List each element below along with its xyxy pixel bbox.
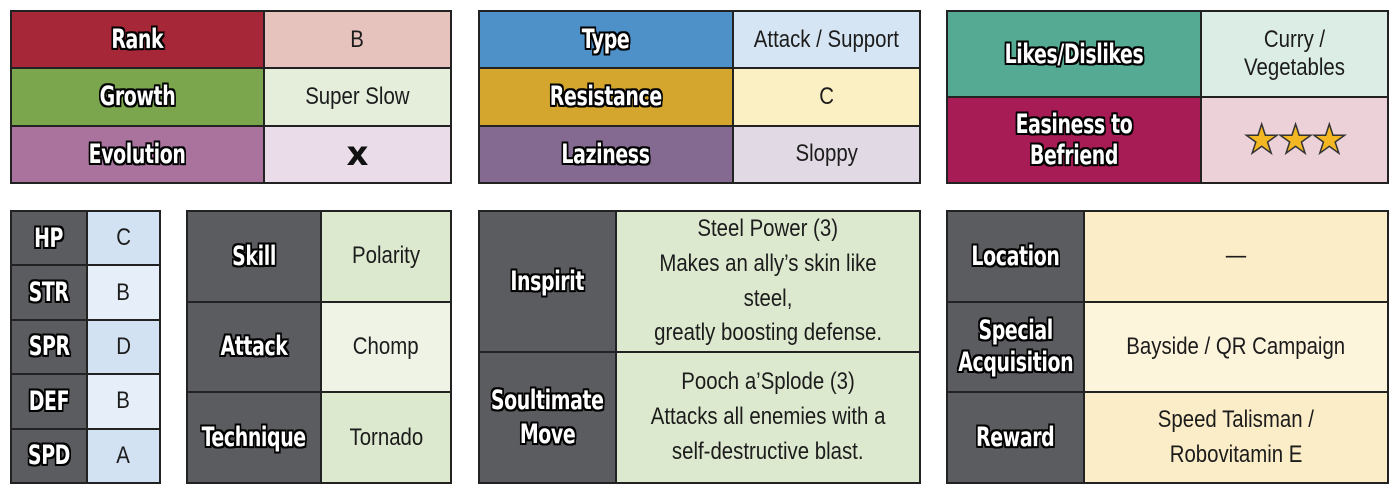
rank-value-cell: B <box>265 12 450 68</box>
moves-table: Inspirit Steel Power (3) Makes an ally’s… <box>478 210 921 484</box>
inspirit-desc-line1: Makes an ally’s skin like steel, <box>659 249 877 312</box>
technique-label: Technique <box>201 422 307 454</box>
rank-value: B <box>350 25 365 53</box>
skill-label: Skill <box>232 240 276 272</box>
stat-label-cell: SPR <box>12 320 86 374</box>
type-label: Type <box>582 24 630 56</box>
technique-value: Tornado <box>349 423 423 451</box>
soultimate-desc-line2: self-destructive blast. <box>672 437 864 465</box>
resistance-label-cell: Resistance <box>480 69 732 125</box>
befriend-label: Easiness to Befriend <box>1015 109 1133 171</box>
laziness-label: Laziness <box>561 138 651 170</box>
technique-label-cell: Technique <box>188 393 320 482</box>
evolution-value-cell: x <box>265 126 450 182</box>
location-value: — <box>1225 242 1247 270</box>
stat-label-cell: STR <box>12 266 86 319</box>
special-label-line2: Acquisition <box>958 346 1073 378</box>
reward-value-line1: Speed Talisman / <box>1157 405 1315 433</box>
likes-value: Curry / Vegetables <box>1244 26 1345 81</box>
befriend-stars-icon: ★★★ <box>1243 117 1348 163</box>
acquisition-table: Location — Special Acquisition Bayside /… <box>946 210 1389 484</box>
special-value: Bayside / QR Campaign <box>1126 332 1346 360</box>
soultimate-label-line2: Move <box>519 418 576 450</box>
location-label: Location <box>971 240 1060 272</box>
soultimate-move-name: Pooch a’Splode (3) <box>681 368 855 396</box>
location-value-cell: — <box>1085 212 1387 301</box>
growth-value: Super Slow <box>305 82 410 110</box>
stat-label-cell: SPD <box>12 429 86 482</box>
attack-value-cell: Chomp <box>322 302 450 392</box>
special-value-cell: Bayside / QR Campaign <box>1085 302 1387 392</box>
attack-label: Attack <box>220 331 288 363</box>
stat-label-str: STR <box>29 277 69 309</box>
special-label-line1: Special <box>978 314 1053 346</box>
rank-label-cell: Rank <box>12 12 263 68</box>
stat-label-cell: HP <box>12 212 86 265</box>
stat-value-cell: A <box>88 429 159 482</box>
evolution-value: x <box>346 134 369 175</box>
reward-value-line2: Robovitamin E <box>1169 440 1303 468</box>
soultimate-label-line1: Soultimate <box>491 384 604 416</box>
stat-value-cell: C <box>88 212 159 265</box>
evolution-label: Evolution <box>89 138 186 170</box>
stat-value-def: B <box>116 387 131 415</box>
location-label-cell: Location <box>948 212 1083 301</box>
likes-value-cell: Curry / Vegetables <box>1202 12 1387 96</box>
type-value: Attack / Support <box>753 25 900 53</box>
stat-label-def: DEF <box>28 385 70 417</box>
befriend-value-cell: ★★★ <box>1202 98 1387 182</box>
soultimate-desc-line1: Attacks all enemies with a <box>650 403 886 431</box>
growth-label-cell: Growth <box>12 69 263 125</box>
stat-value-spr: D <box>116 332 131 360</box>
inspirit-label: Inspirit <box>510 266 585 298</box>
laziness-value: Sloppy <box>795 140 858 168</box>
skill-label-cell: Skill <box>188 212 320 301</box>
stat-label-spr: SPR <box>28 331 70 363</box>
stat-value-str: B <box>116 278 131 306</box>
inspirit-value-cell: Steel Power (3) Makes an ally’s skin lik… <box>617 212 919 352</box>
inspirit-label-cell: Inspirit <box>480 212 615 352</box>
special-label-cell: Special Acquisition <box>948 302 1083 392</box>
likes-label-cell: Likes/Dislikes <box>948 12 1200 96</box>
inspirit-move-name: Steel Power (3) <box>697 215 839 242</box>
soultimate-label-cell: Soultimate Move <box>480 353 615 482</box>
resistance-label: Resistance <box>549 81 662 113</box>
attack-label-cell: Attack <box>188 302 320 392</box>
stat-value-cell: B <box>88 375 159 428</box>
technique-value-cell: Tornado <box>322 393 450 482</box>
stat-value-hp: C <box>116 224 131 252</box>
likes-label: Likes/Dislikes <box>1004 38 1144 70</box>
social-table: Likes/Dislikes Curry / Vegetables Easine… <box>946 10 1389 184</box>
reward-value-cell: Speed Talisman / Robovitamin E <box>1085 393 1387 482</box>
abilities-table: Skill Polarity Attack Chomp Technique To… <box>186 210 452 484</box>
befriend-label-cell: Easiness to Befriend <box>948 98 1200 182</box>
skill-value: Polarity <box>351 242 421 270</box>
laziness-label-cell: Laziness <box>480 126 732 182</box>
stat-value-cell: B <box>88 266 159 319</box>
reward-label-cell: Reward <box>948 393 1083 482</box>
resistance-value-cell: C <box>734 69 919 125</box>
evolution-label-cell: Evolution <box>12 126 263 182</box>
basic-info-table: Rank B Growth Super Slow Evolution x <box>10 10 452 184</box>
stat-value-spd: A <box>116 441 131 469</box>
type-value-cell: Attack / Support <box>734 12 919 68</box>
inspirit-desc-line2: greatly boosting defense. <box>654 319 882 347</box>
stat-value-cell: D <box>88 320 159 374</box>
stat-label-spd: SPD <box>27 440 71 472</box>
rank-label: Rank <box>111 24 164 56</box>
growth-label: Growth <box>99 81 176 113</box>
skill-value-cell: Polarity <box>322 212 450 301</box>
soultimate-value-cell: Pooch a’Splode (3) Attacks all enemies w… <box>617 353 919 482</box>
reward-label: Reward <box>976 422 1055 454</box>
growth-value-cell: Super Slow <box>265 69 450 125</box>
attack-value: Chomp <box>353 332 419 360</box>
resistance-value: C <box>819 82 834 110</box>
type-label-cell: Type <box>480 12 732 68</box>
stats-table: HP C STR B SPR D DEF B SPD A <box>10 210 161 484</box>
stat-label-cell: DEF <box>12 375 86 428</box>
stat-label-hp: HP <box>34 222 64 254</box>
traits-table: Type Attack / Support Resistance C Lazin… <box>478 10 921 184</box>
laziness-value-cell: Sloppy <box>734 126 919 182</box>
